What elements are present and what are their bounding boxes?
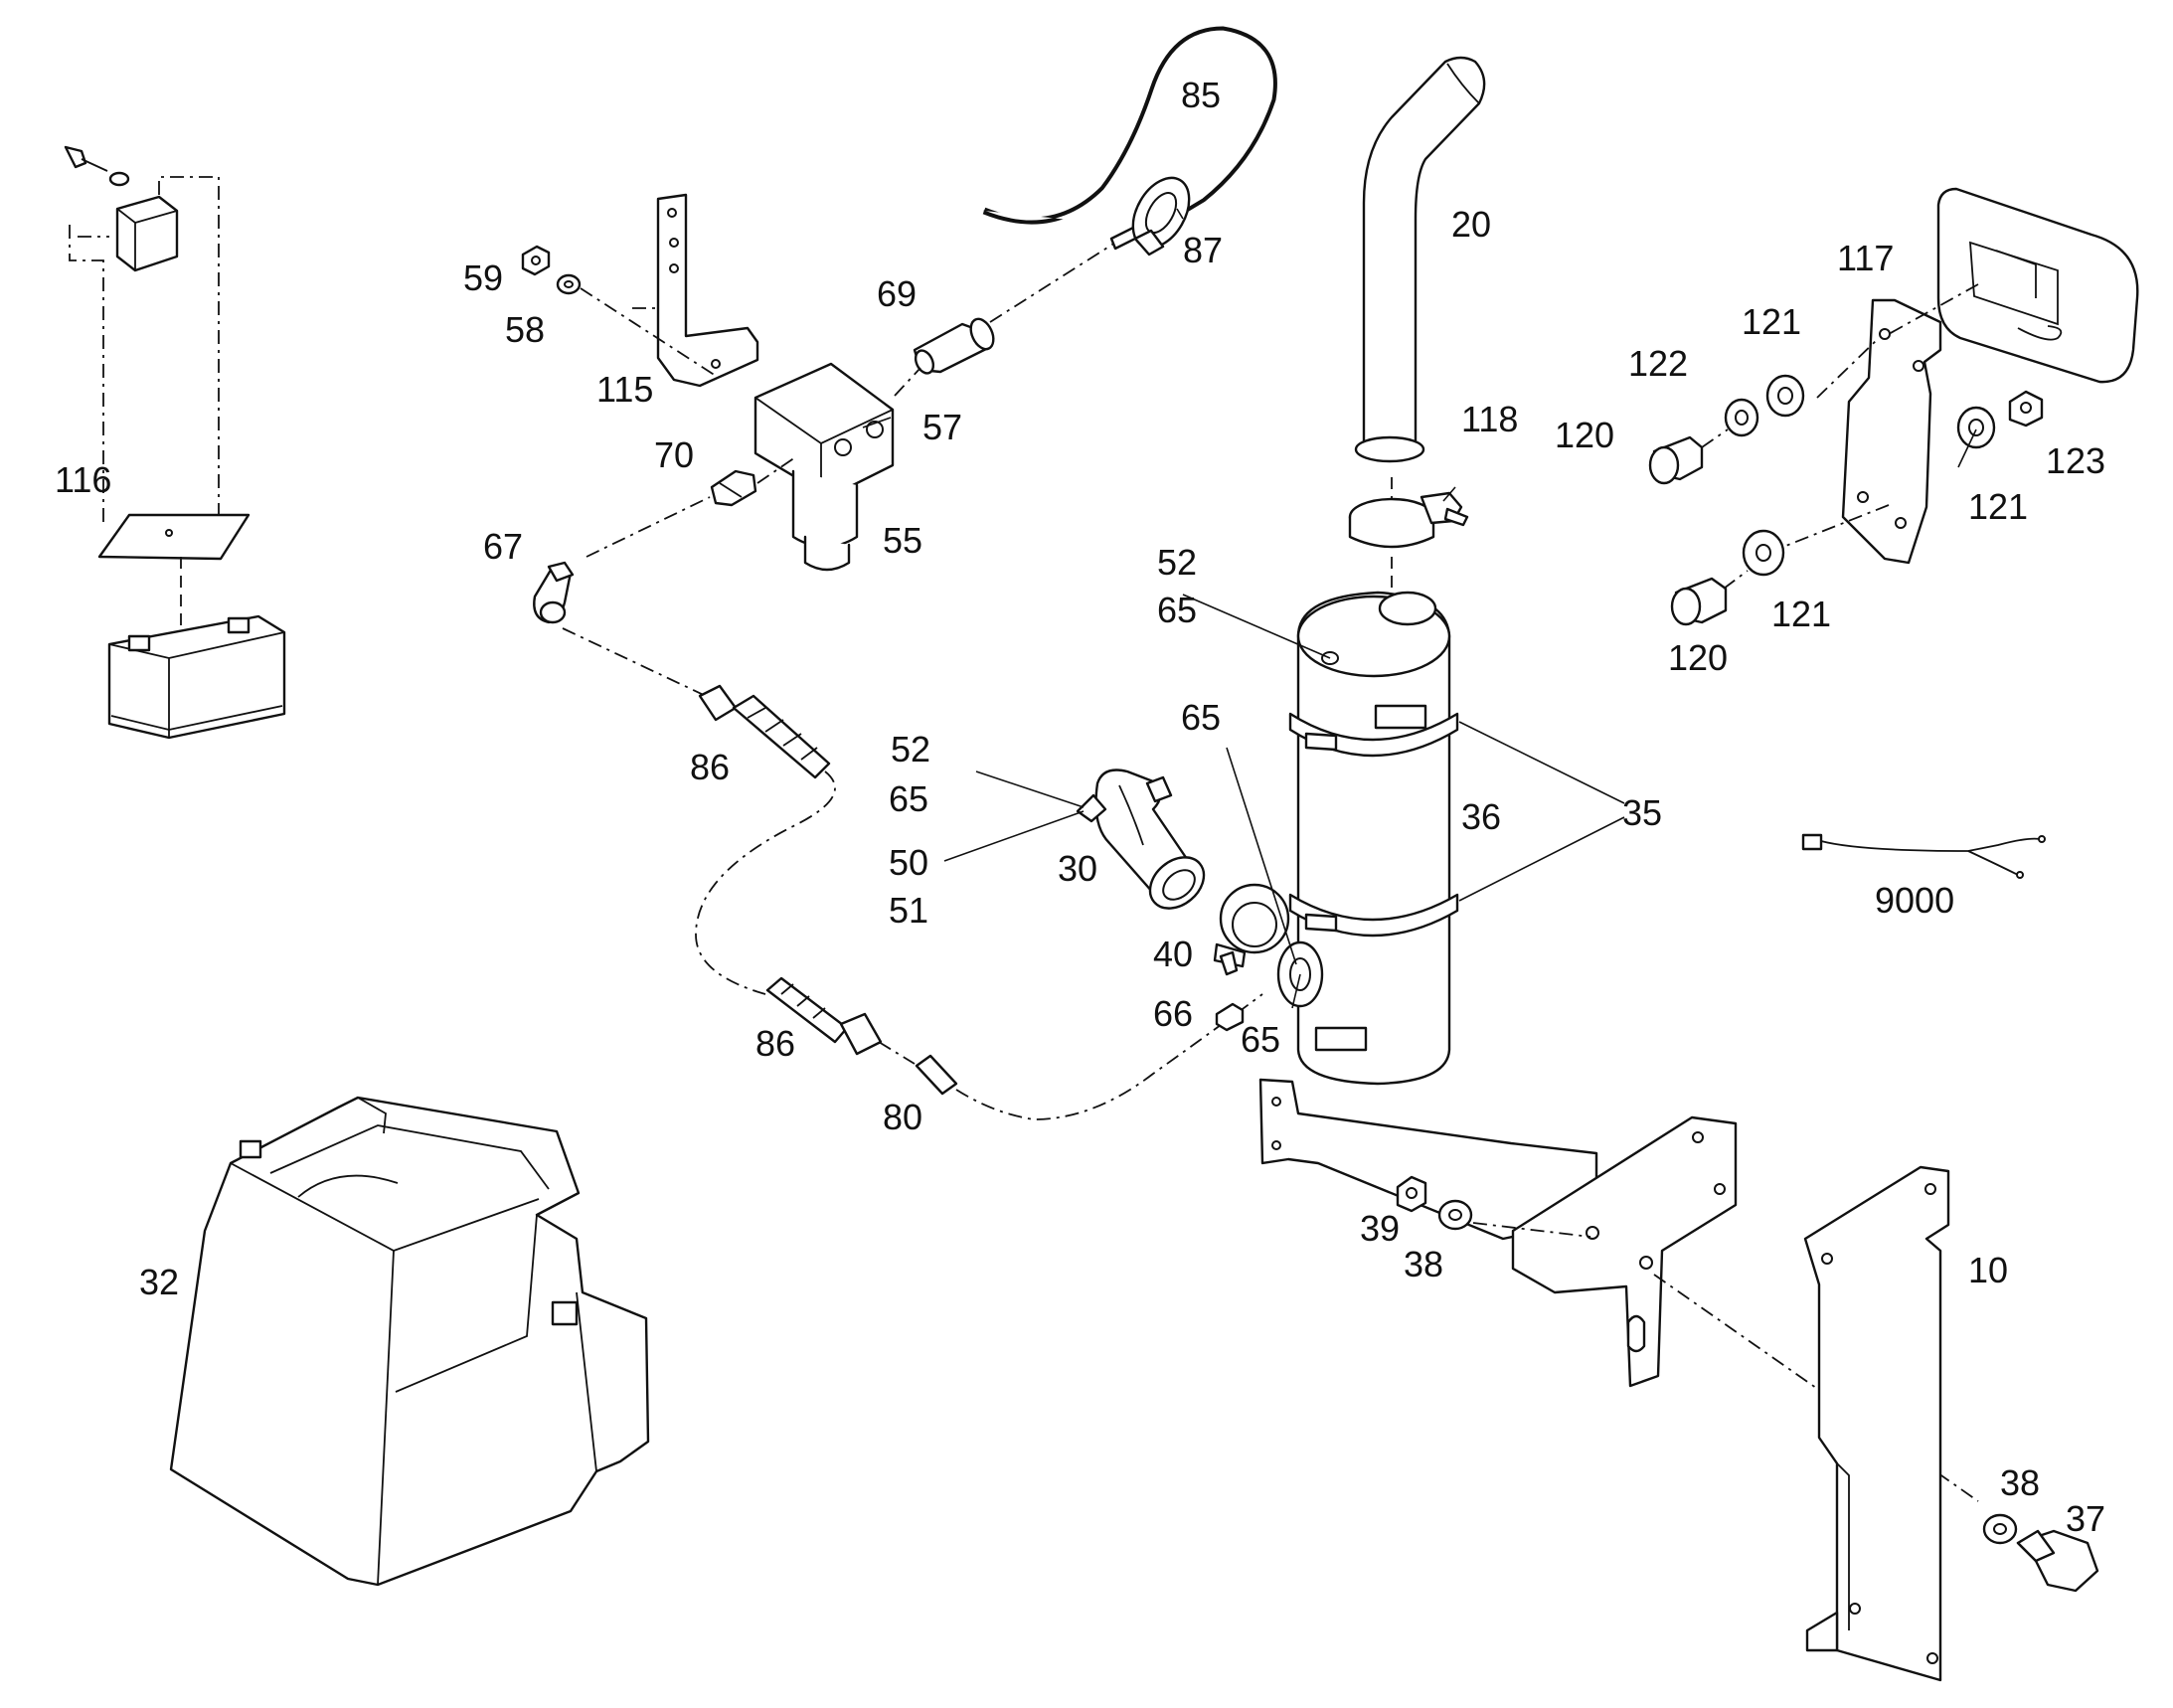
nut-39 bbox=[1396, 1175, 1427, 1213]
callout-86-upper: 86 bbox=[690, 747, 730, 787]
washer-38-upper bbox=[1437, 1199, 1473, 1231]
callout-37: 37 bbox=[2066, 1498, 2105, 1539]
muffler-36 bbox=[1276, 591, 1459, 1086]
callout-30: 30 bbox=[1058, 848, 1097, 889]
callout-9000: 9000 bbox=[1875, 880, 1954, 921]
callout-121-bottom: 121 bbox=[1771, 594, 1831, 634]
washer-121-top bbox=[1765, 374, 1805, 418]
callout-65-mid: 65 bbox=[1181, 697, 1221, 738]
callout-115: 115 bbox=[596, 369, 653, 410]
callout-50: 50 bbox=[889, 842, 928, 883]
callout-120-top: 120 bbox=[1555, 415, 1614, 455]
support-plate-10 bbox=[1803, 1165, 1950, 1682]
callout-70: 70 bbox=[654, 434, 694, 475]
callout-65-top: 65 bbox=[1157, 590, 1197, 630]
clamp-40 bbox=[1213, 883, 1290, 976]
callout-55: 55 bbox=[883, 520, 922, 561]
callout-67: 67 bbox=[483, 526, 523, 567]
hose-86-lower bbox=[765, 976, 883, 1056]
washer-122 bbox=[1724, 398, 1759, 437]
callout-118: 118 bbox=[1461, 399, 1518, 439]
washer-121-bottom bbox=[1742, 529, 1785, 577]
callout-80: 80 bbox=[883, 1097, 922, 1137]
clamp-118 bbox=[1348, 491, 1469, 549]
callout-10: 10 bbox=[1968, 1250, 2008, 1290]
callout-40: 40 bbox=[1153, 934, 1193, 974]
battery-box-32 bbox=[169, 1096, 650, 1587]
heater-bracket-115 bbox=[656, 193, 759, 388]
callout-87: 87 bbox=[1183, 230, 1223, 270]
elbow-67 bbox=[533, 561, 575, 624]
exhaust-pipe-20 bbox=[1354, 56, 1486, 463]
fitting-69 bbox=[913, 317, 995, 375]
callout-116: 116 bbox=[55, 459, 111, 500]
callout-122: 122 bbox=[1628, 343, 1688, 384]
fitting-70 bbox=[710, 469, 757, 507]
callout-121-top: 121 bbox=[1742, 301, 1801, 342]
washer-58 bbox=[556, 273, 582, 295]
heater-unit-55 bbox=[753, 362, 895, 572]
bolt-120-top bbox=[1648, 435, 1704, 485]
cable-85 bbox=[982, 26, 1277, 251]
bracket-117 bbox=[1841, 298, 1942, 565]
hose-86-upper bbox=[698, 684, 831, 779]
callout-52-top: 52 bbox=[1157, 542, 1197, 583]
callout-86-lower: 86 bbox=[755, 1023, 795, 1064]
lamp-housing bbox=[1936, 187, 2139, 384]
battery-assembly bbox=[64, 145, 286, 740]
callout-36: 36 bbox=[1461, 796, 1501, 837]
muffler-mounting-bracket bbox=[1258, 1078, 1738, 1388]
nut-123 bbox=[2008, 390, 2044, 427]
callout-58: 58 bbox=[505, 309, 545, 350]
callout-123: 123 bbox=[2046, 440, 2105, 481]
elbow-pipe-30 bbox=[1076, 769, 1206, 910]
callout-51: 51 bbox=[889, 890, 928, 931]
callout-38-lower: 38 bbox=[2000, 1462, 2040, 1503]
callout-57: 57 bbox=[922, 407, 962, 447]
callout-35: 35 bbox=[1622, 792, 1662, 833]
callout-38-upper: 38 bbox=[1404, 1244, 1443, 1284]
callout-85: 85 bbox=[1181, 75, 1221, 115]
bolt-37 bbox=[2016, 1529, 2099, 1593]
callout-69: 69 bbox=[877, 273, 917, 314]
connector-80 bbox=[915, 1054, 958, 1096]
callout-20: 20 bbox=[1451, 204, 1491, 245]
washer-38-lower bbox=[1982, 1513, 2018, 1545]
callout-65-left: 65 bbox=[889, 778, 928, 819]
callout-65-bottom: 65 bbox=[1241, 1019, 1280, 1060]
harness-9000 bbox=[1801, 833, 2046, 879]
bolt-120-bottom bbox=[1670, 577, 1728, 626]
callout-32: 32 bbox=[139, 1262, 179, 1302]
nut-59 bbox=[521, 245, 551, 276]
callout-39: 39 bbox=[1360, 1208, 1400, 1249]
callout-120-bottom: 120 bbox=[1668, 637, 1728, 678]
plug-66 bbox=[1215, 1002, 1245, 1032]
washer-121-right bbox=[1956, 406, 1996, 449]
callout-66: 66 bbox=[1153, 993, 1193, 1034]
callout-52-left: 52 bbox=[891, 729, 930, 769]
callout-59: 59 bbox=[463, 257, 503, 298]
callout-121-right: 121 bbox=[1968, 486, 2028, 527]
callout-117: 117 bbox=[1837, 238, 1894, 278]
grommet-87 bbox=[1131, 176, 1191, 256]
